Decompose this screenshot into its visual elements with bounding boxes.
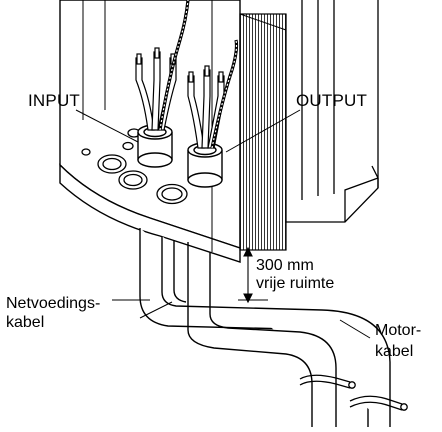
clearance-label-line1: 300 mm [256, 257, 314, 274]
leader-lines [75, 109, 371, 339]
clearance-label-line2: vrije ruimte [256, 275, 335, 292]
output-label: OUTPUT [296, 91, 368, 110]
motor-cable-label-line2: kabel [375, 343, 414, 360]
motor-cable-conduit [173, 240, 337, 427]
output-leader-line [225, 109, 301, 153]
output-cable-gland [187, 142, 223, 188]
mains-cable-label-line2: kabel [6, 314, 45, 331]
input-cable-gland [137, 124, 173, 168]
motor-cable-leader-line [339, 319, 371, 339]
output-cable-cores [187, 65, 225, 149]
motor-cable-label-line1: Motor- [375, 322, 422, 339]
input-leader-line [75, 109, 139, 143]
mains-cable-label-line1: Netvoedings- [6, 295, 101, 312]
heatsink-fins [239, 13, 287, 251]
pipe-clamps [299, 374, 408, 411]
side-panel [285, 0, 379, 223]
input-label: INPUT [28, 91, 80, 110]
output-earth-wire [210, 39, 239, 149]
clearance-dimension [238, 246, 268, 304]
input-earth-wire [158, 0, 190, 131]
gland-holes [81, 128, 188, 205]
